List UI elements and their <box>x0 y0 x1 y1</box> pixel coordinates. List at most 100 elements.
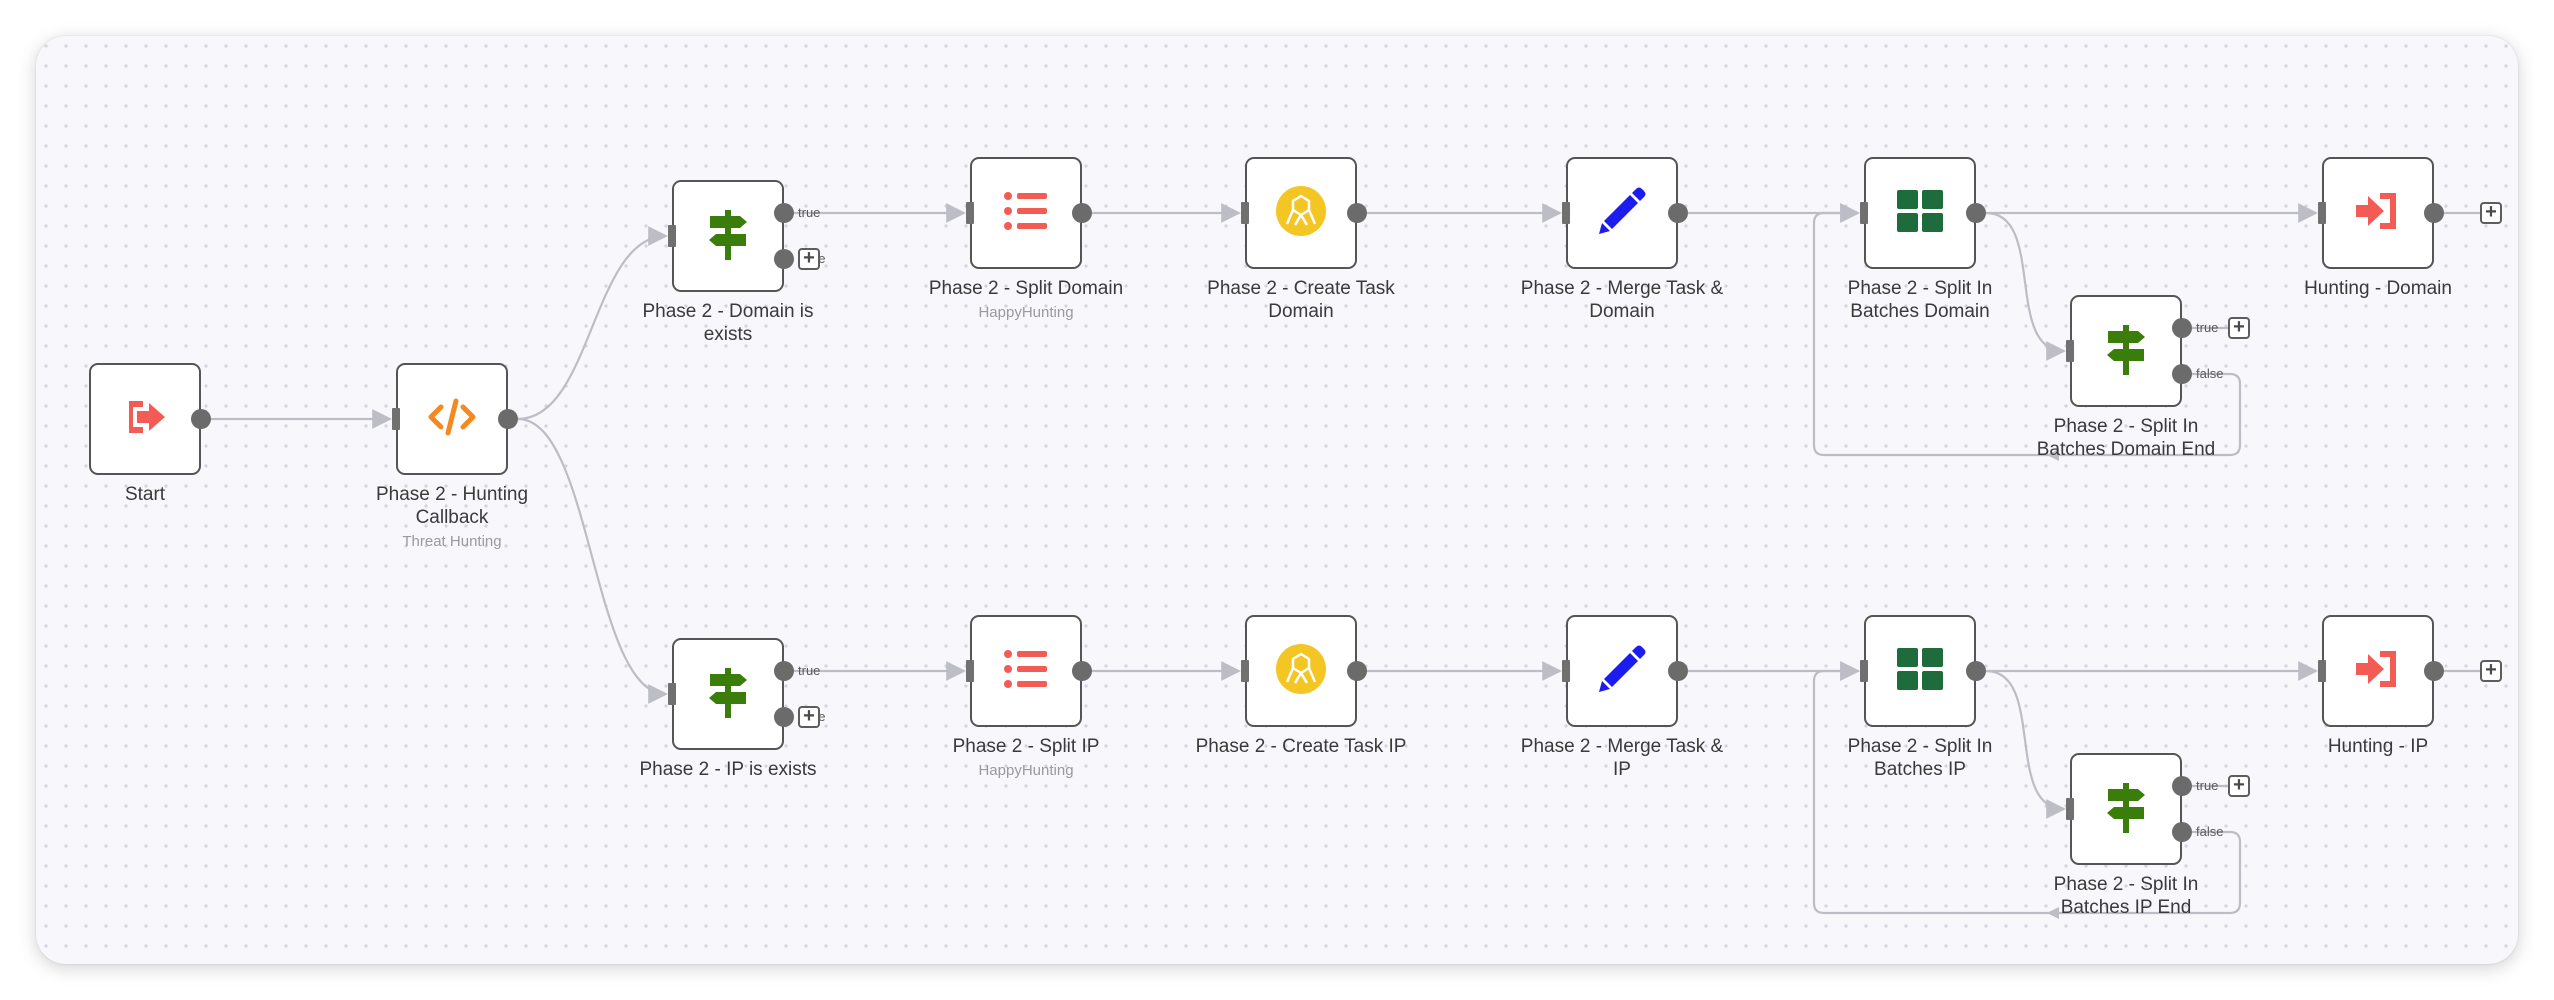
input-port[interactable] <box>392 408 400 430</box>
node-subtitle: Threat Hunting <box>402 533 502 550</box>
add-node-button-ip-end-true[interactable]: + <box>2228 775 2250 797</box>
node-domain-exists[interactable] <box>672 180 784 292</box>
loop-arrow <box>2047 907 2059 919</box>
node-ip-exists[interactable] <box>672 638 784 750</box>
node-create-task-domain[interactable] <box>1245 157 1357 269</box>
input-port[interactable] <box>1241 660 1249 682</box>
output-port[interactable] <box>1966 661 1986 681</box>
input-port[interactable] <box>2318 202 2326 224</box>
input-port[interactable] <box>2066 798 2074 820</box>
output-port[interactable] <box>2424 203 2444 223</box>
output-port[interactable] <box>1072 203 1092 223</box>
list-icon <box>996 181 1056 246</box>
connection[interactable] <box>517 226 668 421</box>
output-port-true[interactable] <box>774 661 794 681</box>
output-port[interactable] <box>2424 661 2444 681</box>
node-merge-task-ip[interactable] <box>1566 615 1678 727</box>
add-node-button-domain-end-true[interactable]: + <box>2228 317 2250 339</box>
output-port-false[interactable] <box>2172 364 2192 384</box>
output-port[interactable] <box>1347 661 1367 681</box>
execute-workflow-icon <box>2348 181 2408 246</box>
input-port[interactable] <box>966 660 974 682</box>
node-merge-task-domain[interactable] <box>1566 157 1678 269</box>
output-port-true[interactable] <box>774 203 794 223</box>
loop-connection[interactable] <box>1812 203 2242 457</box>
loop-connection[interactable] <box>1812 661 2242 915</box>
node-title: Phase 2 - IP is exists <box>639 759 817 780</box>
node-start[interactable] <box>89 363 201 475</box>
input-port[interactable] <box>966 202 974 224</box>
input-port[interactable] <box>1562 202 1570 224</box>
node-hunting-callback[interactable] <box>396 363 508 475</box>
output-port[interactable] <box>1668 203 1688 223</box>
output-port[interactable] <box>191 409 211 429</box>
node-split-batches-ip-end[interactable] <box>2070 753 2182 865</box>
node-split-domain[interactable] <box>970 157 1082 269</box>
node-title: Start <box>124 484 166 505</box>
node-split-batches-domain[interactable] <box>1864 157 1976 269</box>
node-title: Phase 2 - Create Task IP <box>1195 736 1407 757</box>
list-icon <box>996 639 1056 704</box>
branch-label-false: false <box>2196 824 2224 839</box>
pencil-icon <box>1592 639 1652 704</box>
output-port-true[interactable] <box>2172 776 2192 796</box>
input-port[interactable] <box>668 683 676 705</box>
node-title: Hunting - Domain <box>2304 278 2452 299</box>
input-port[interactable] <box>1860 202 1868 224</box>
node-hunting-ip[interactable] <box>2322 615 2434 727</box>
add-node-button-domain-false[interactable]: + <box>798 248 820 270</box>
input-port[interactable] <box>1860 660 1868 682</box>
connection[interactable] <box>517 417 668 704</box>
node-title: Phase 2 - Merge Task &IP <box>1520 736 1724 780</box>
input-port[interactable] <box>2066 340 2074 362</box>
code-icon <box>422 387 482 452</box>
input-port[interactable] <box>2318 660 2326 682</box>
loop-arrow <box>2047 449 2059 461</box>
branch-label-true: true <box>2196 778 2219 793</box>
node-split-batches-domain-end[interactable] <box>2070 295 2182 407</box>
output-port-false[interactable] <box>2172 822 2192 842</box>
output-port-true[interactable] <box>2172 318 2192 338</box>
output-port[interactable] <box>498 409 518 429</box>
if-signpost-icon <box>698 662 758 727</box>
add-node-button-ip-false[interactable]: + <box>798 706 820 728</box>
output-port-false[interactable] <box>774 707 794 727</box>
input-port[interactable] <box>668 225 676 247</box>
output-port[interactable] <box>1347 203 1367 223</box>
node-hunting-domain[interactable] <box>2322 157 2434 269</box>
start-icon <box>115 387 175 452</box>
pencil-icon <box>1592 181 1652 246</box>
node-split-ip[interactable] <box>970 615 1082 727</box>
output-port-false[interactable] <box>774 249 794 269</box>
node-split-batches-ip[interactable] <box>1864 615 1976 727</box>
output-port[interactable] <box>1072 661 1092 681</box>
execute-workflow-icon <box>2348 639 2408 704</box>
node-create-task-ip[interactable] <box>1245 615 1357 727</box>
connection[interactable] <box>1985 669 2066 819</box>
node-title: Hunting - IP <box>2327 736 2429 757</box>
add-node-button-hunting-domain[interactable]: + <box>2480 202 2502 224</box>
if-signpost-icon <box>698 204 758 269</box>
grid-icon <box>1890 181 1950 246</box>
node-title: Phase 2 - Split Domain <box>928 278 1124 299</box>
output-port[interactable] <box>1668 661 1688 681</box>
input-port[interactable] <box>1562 660 1570 682</box>
thehive-icon <box>1271 639 1331 704</box>
node-subtitle: HappyHunting <box>978 304 1074 321</box>
branch-label-true: true <box>798 663 821 678</box>
branch-label-false: false <box>2196 366 2224 381</box>
connection[interactable] <box>1985 211 2066 361</box>
input-port[interactable] <box>1241 202 1249 224</box>
output-port[interactable] <box>1966 203 1986 223</box>
node-title: Phase 2 - Merge Task &Domain <box>1520 278 1724 322</box>
branch-label-true: true <box>798 205 821 220</box>
add-node-button-hunting-ip[interactable]: + <box>2480 660 2502 682</box>
node-subtitle: HappyHunting <box>978 762 1074 779</box>
